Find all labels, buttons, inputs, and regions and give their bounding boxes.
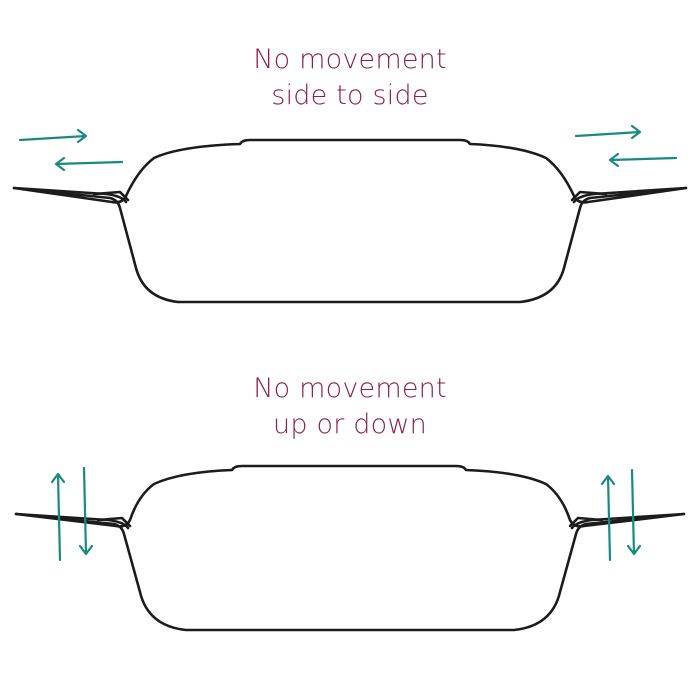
- double-horizontal-arrow-icon: [18, 128, 124, 172]
- caption-side-to-side: No movement side to side: [0, 42, 700, 114]
- pan-diagram-side-to-side: [12, 124, 688, 304]
- double-vertical-arrow-icon: [600, 468, 642, 562]
- caption-top-line2: side to side: [271, 80, 429, 111]
- pan-diagram-up-or-down: [14, 464, 686, 632]
- pan-outline-icon: [14, 464, 686, 632]
- double-horizontal-arrow-icon: [574, 124, 678, 168]
- pan-outline-icon: [12, 138, 688, 304]
- caption-bottom-line2: up or down: [273, 409, 427, 440]
- caption-top-line1: No movement: [253, 44, 447, 75]
- caption-up-or-down: No movement up or down: [0, 371, 700, 443]
- double-vertical-arrow-icon: [50, 466, 94, 562]
- caption-bottom-line1: No movement: [253, 373, 447, 404]
